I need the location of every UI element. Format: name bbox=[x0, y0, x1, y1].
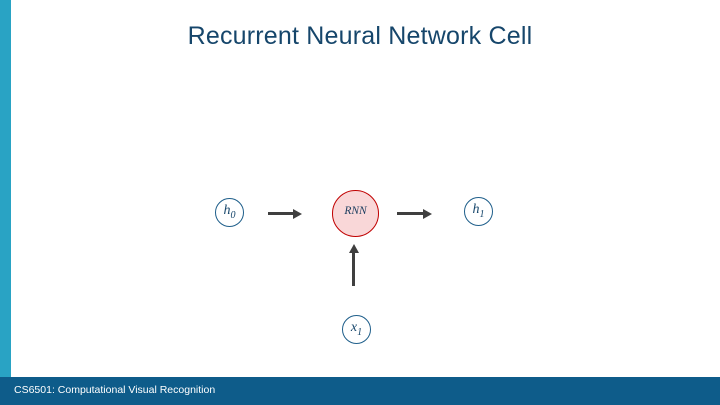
node-h0: h0 bbox=[215, 198, 244, 227]
node-x1: x1 bbox=[342, 315, 371, 344]
node-x1-label: x1 bbox=[350, 320, 363, 338]
arrow-rnn-to-h1 bbox=[397, 208, 432, 219]
rnn-cell-diagram: h0 RNN h1 x1 bbox=[215, 190, 493, 344]
arrow-x1-to-rnn bbox=[348, 244, 359, 286]
page-title: Recurrent Neural Network Cell bbox=[187, 22, 533, 50]
node-rnn-label: RNN bbox=[344, 205, 367, 218]
node-h0-label: h0 bbox=[223, 203, 236, 221]
left-accent-bar bbox=[0, 0, 11, 377]
node-h1-label: h1 bbox=[472, 202, 485, 220]
node-h1: h1 bbox=[464, 197, 493, 226]
arrow-h0-to-rnn bbox=[268, 208, 302, 219]
footer-bar bbox=[0, 377, 720, 405]
node-rnn-cell: RNN bbox=[332, 190, 379, 237]
footer-text: CS6501: Computational Visual Recognition bbox=[14, 384, 216, 396]
